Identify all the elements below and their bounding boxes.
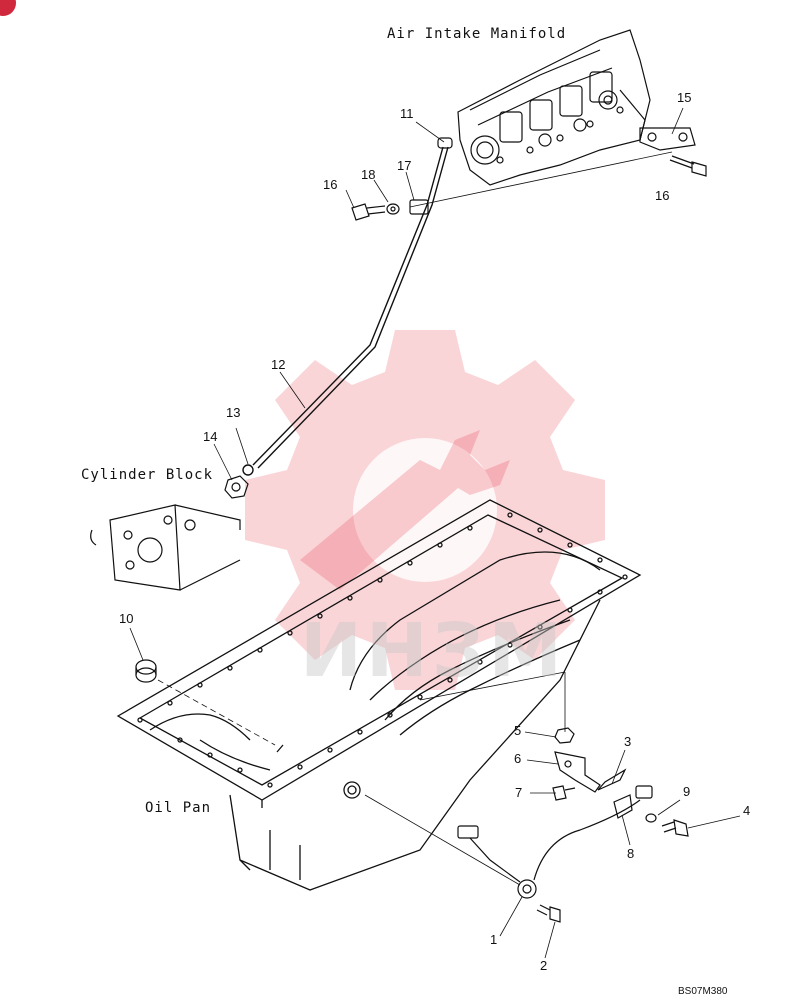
leader-lines <box>129 107 741 959</box>
bracket-6-drawing <box>554 751 601 793</box>
watermark-wrench <box>300 430 510 590</box>
clip-17-drawing <box>409 199 429 215</box>
washer-9-drawing <box>645 813 657 823</box>
part-number-6: 6 <box>514 751 522 766</box>
part-number-2: 2 <box>540 958 548 973</box>
part-number-14: 14 <box>203 429 218 444</box>
dipstick-handle-11-drawing <box>437 137 453 149</box>
bolt-4-drawing <box>661 819 689 837</box>
label-oil-pan: Oil Pan <box>145 800 212 816</box>
nut-5-drawing <box>554 727 575 744</box>
watermark-text: ИНЗМ <box>300 608 567 694</box>
o-ring-13-drawing <box>242 464 254 476</box>
bolt-16-right-drawing <box>669 155 707 177</box>
drawing-code: BS07M380 <box>678 986 728 997</box>
part-number-1: 1 <box>490 932 498 947</box>
part-number-15: 15 <box>677 90 692 105</box>
air-intake-manifold-drawing <box>457 29 651 186</box>
watermark-gear-hole <box>353 438 497 582</box>
corner-badge <box>0 0 16 16</box>
label-cylinder-block: Cylinder Block <box>81 467 214 483</box>
part-number-16-right: 16 <box>655 188 670 203</box>
part-number-18: 18 <box>361 167 376 182</box>
part-number-11: 11 <box>400 106 414 121</box>
plug-10-drawing <box>135 659 157 683</box>
washer-18-drawing <box>386 203 400 215</box>
dipstick-tube-12-drawing <box>252 146 449 469</box>
clip-8-drawing <box>613 794 633 819</box>
cylinder-block-drawing <box>90 504 241 591</box>
part-number-9: 9 <box>683 784 691 799</box>
part-number-4: 4 <box>743 803 751 818</box>
sensor-1-drawing <box>457 785 653 899</box>
part-number-16-left: 16 <box>323 177 338 192</box>
part-number-13: 13 <box>226 405 241 420</box>
bracket-15-drawing <box>639 127 696 151</box>
bolt-2-drawing <box>536 904 561 923</box>
bolt-16-left-drawing <box>351 203 386 221</box>
part-number-7: 7 <box>515 785 523 800</box>
part-number-3: 3 <box>624 734 632 749</box>
nut-14-drawing <box>224 475 249 499</box>
part-number-8: 8 <box>627 846 635 861</box>
part-number-10: 10 <box>119 611 134 626</box>
part-number-5: 5 <box>514 723 522 738</box>
oil-pan-drawing <box>116 499 642 891</box>
label-air-intake-manifold: Air Intake Manifold <box>387 26 567 42</box>
clamp-3-drawing <box>597 768 627 791</box>
part-number-12: 12 <box>271 357 286 372</box>
bolt-7-drawing <box>552 785 576 801</box>
part-number-17: 17 <box>397 158 412 173</box>
